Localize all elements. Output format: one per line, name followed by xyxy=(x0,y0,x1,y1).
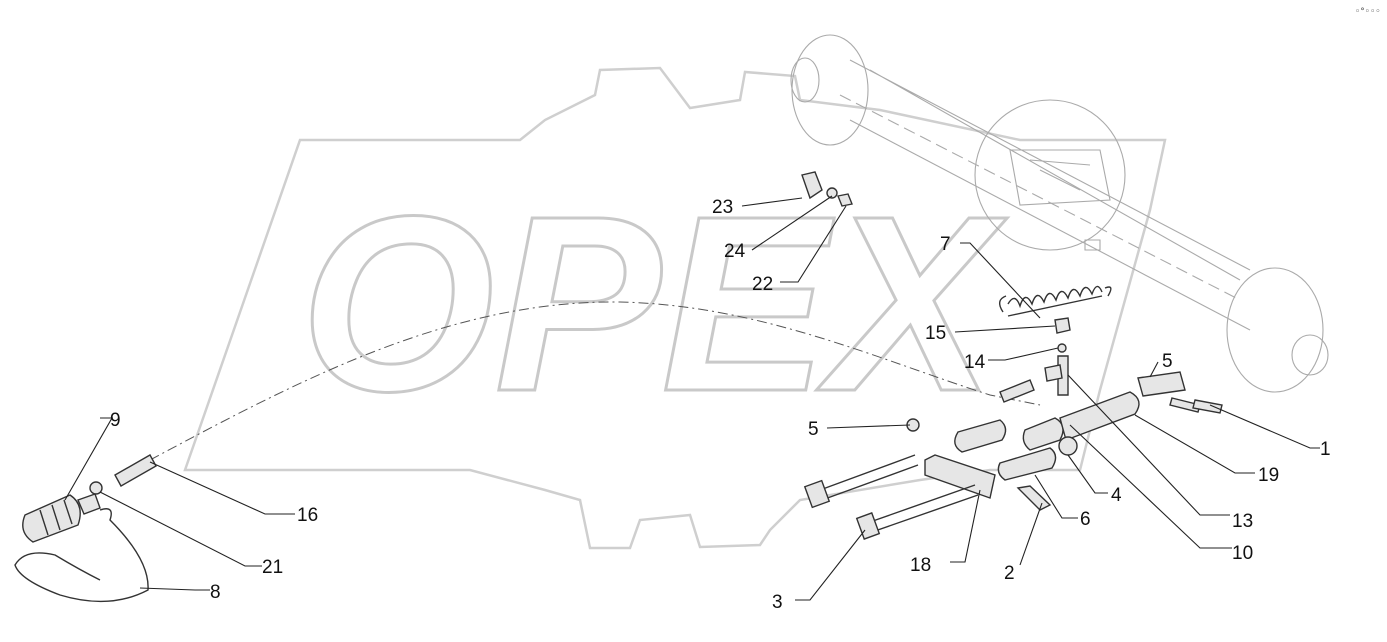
plate-and-bolts xyxy=(803,418,1007,540)
leader-lines xyxy=(64,195,1320,601)
callout-5-right: 5 xyxy=(1162,351,1173,372)
callout-2: 2 xyxy=(1004,563,1015,584)
callout-9: 9 xyxy=(110,410,121,431)
spring xyxy=(998,285,1112,317)
callout-7: 7 xyxy=(940,234,951,255)
callout-3: 3 xyxy=(772,592,783,613)
watermark-gear xyxy=(183,66,1167,550)
callout-13: 13 xyxy=(1232,511,1253,532)
callout-1: 1 xyxy=(1320,439,1331,460)
callout-24: 24 xyxy=(724,241,746,262)
plug-assembly xyxy=(14,454,157,603)
callout-5-left: 5 xyxy=(808,419,819,440)
cable-path xyxy=(149,301,1041,461)
callout-23: 23 xyxy=(712,197,733,218)
axle-assembly xyxy=(790,34,1329,393)
bolt-set-right xyxy=(999,371,1223,451)
bracket-parts xyxy=(801,171,853,207)
callout-14: 14 xyxy=(964,352,986,373)
fittings xyxy=(1044,317,1071,396)
callout-10: 10 xyxy=(1232,543,1253,564)
callouts: 23 24 22 7 15 14 5 1 19 13 10 4 6 2 18 3… xyxy=(110,197,1331,613)
callout-22: 22 xyxy=(752,274,773,295)
callout-4: 4 xyxy=(1111,485,1122,506)
callout-18: 18 xyxy=(910,555,931,576)
callout-6: 6 xyxy=(1080,509,1091,530)
corner-mark: ◦°◦◦◦ xyxy=(1355,7,1381,17)
callout-8: 8 xyxy=(210,582,221,603)
callout-21: 21 xyxy=(262,557,283,578)
callout-19: 19 xyxy=(1258,465,1279,486)
callout-16: 16 xyxy=(297,505,318,526)
callout-15: 15 xyxy=(925,323,946,344)
